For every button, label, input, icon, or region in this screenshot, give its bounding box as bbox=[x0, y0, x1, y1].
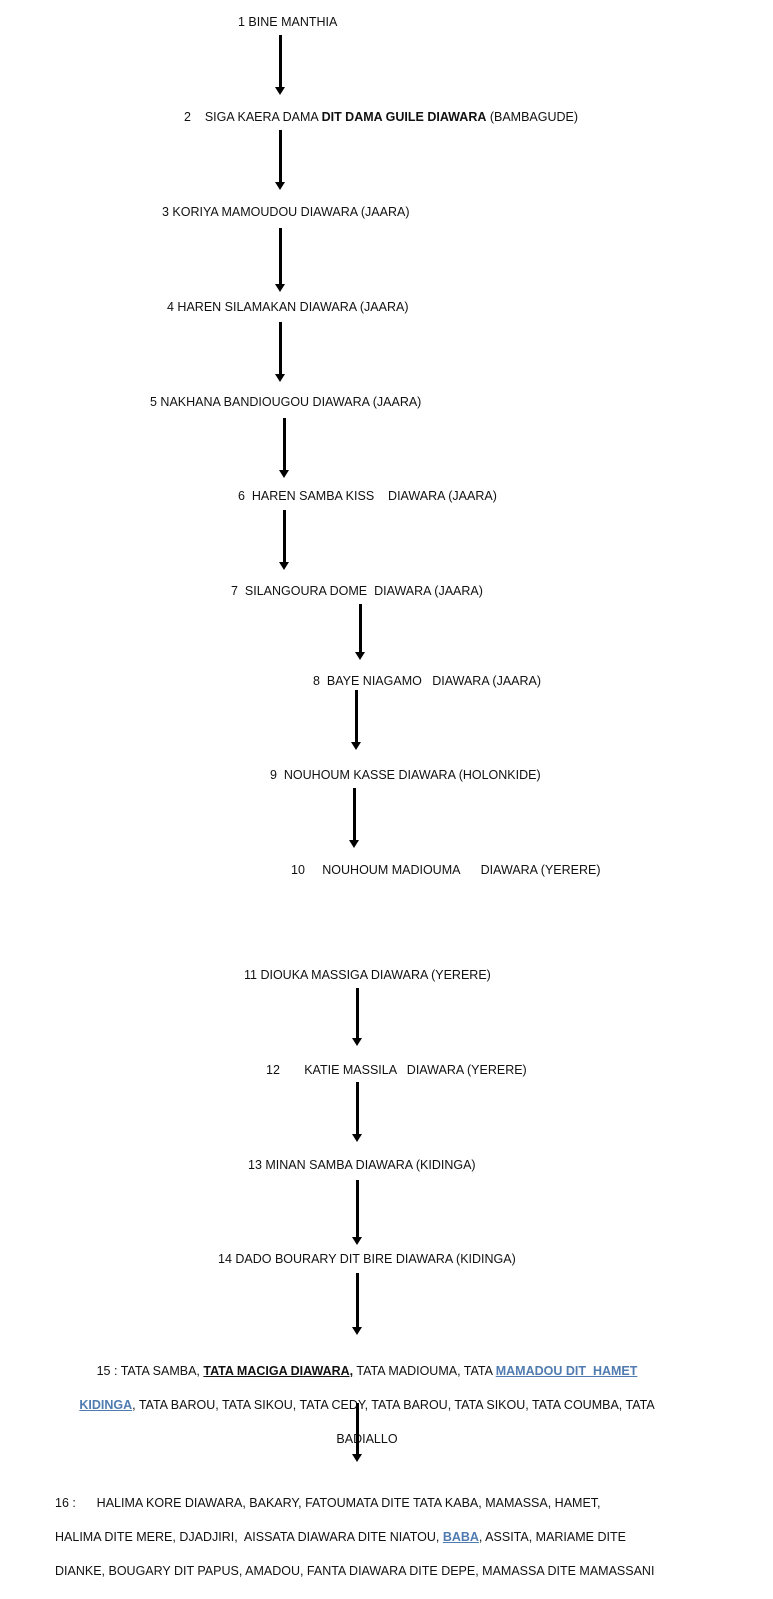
generation-13: 13 MINAN SAMBA DIAWARA (KIDINGA) bbox=[248, 1158, 476, 1172]
text: HALIMA DITE MERE, DJADJIRI, AISSATA DIAW… bbox=[55, 1530, 443, 1544]
generation-16: 16 : HALIMA KORE DIAWARA, BAKARY, FATOUM… bbox=[55, 1478, 654, 1597]
generation-2-clan: (BAMBAGUDE) bbox=[486, 110, 579, 124]
arrow-down-icon bbox=[349, 788, 359, 848]
generation-8: 8 BAYE NIAGAMO DIAWARA (JAARA) bbox=[313, 674, 542, 688]
generation-15-line-2: KIDINGA, TATA BAROU, TATA SIKOU, TATA CE… bbox=[40, 1397, 694, 1414]
arrow-down-icon bbox=[352, 1273, 362, 1335]
arrow-down-icon bbox=[275, 130, 285, 190]
highlighted-ancestor: TATA MACIGA DIAWARA, bbox=[203, 1364, 354, 1378]
arrow-down-icon bbox=[351, 690, 361, 750]
generation-9: 9 NOUHOUM KASSE DIAWARA (HOLONKIDE) bbox=[270, 768, 541, 782]
generation-2-name: 2 SIGA KAERA DAMA bbox=[184, 110, 322, 124]
baba-link[interactable]: BABA bbox=[442, 1530, 479, 1544]
generation-1: 1 BINE MANTHIA bbox=[238, 15, 338, 29]
generation-12: 12 KATIE MASSILA DIAWARA (YERERE) bbox=[266, 1063, 527, 1077]
arrow-down-icon bbox=[275, 228, 285, 292]
arrow-down-icon bbox=[352, 1082, 362, 1142]
arrow-down-icon bbox=[355, 604, 365, 660]
text: , ASSITA, MARIAME DITE bbox=[478, 1530, 626, 1544]
generation-4: 4 HAREN SILAMAKAN DIAWARA (JAARA) bbox=[167, 300, 409, 314]
generation-16-line-1: 16 : HALIMA KORE DIAWARA, BAKARY, FATOUM… bbox=[55, 1496, 601, 1510]
arrow-down-icon bbox=[279, 510, 289, 570]
generation-2-alias: DIT DAMA GUILE DIAWARA bbox=[321, 110, 487, 124]
text: , TATA BAROU, TATA SIKOU, TATA CEDY, TAT… bbox=[132, 1398, 655, 1412]
ancestor-link[interactable]: MAMADOU DIT HAMET bbox=[495, 1364, 638, 1378]
generation-15-line-3: BADIALLO bbox=[336, 1432, 398, 1446]
generation-10: 10 NOUHOUM MADIOUMA DIAWARA (YERERE) bbox=[291, 863, 601, 877]
arrow-down-icon bbox=[275, 35, 285, 95]
generation-16-line-2: HALIMA DITE MERE, DJADJIRI, AISSATA DIAW… bbox=[55, 1529, 654, 1546]
ancestor-link[interactable]: KIDINGA bbox=[79, 1398, 133, 1412]
arrow-down-icon bbox=[352, 1403, 362, 1462]
generation-15: 15 : TATA SAMBA, TATA MACIGA DIAWARA, TA… bbox=[40, 1346, 694, 1465]
text: 15 : TATA SAMBA, bbox=[96, 1364, 204, 1378]
arrow-down-icon bbox=[352, 1180, 362, 1245]
arrow-down-icon bbox=[275, 322, 285, 382]
generation-14: 14 DADO BOURARY DIT BIRE DIAWARA (KIDING… bbox=[218, 1252, 516, 1266]
generation-2: 2 SIGA KAERA DAMA DIT DAMA GUILE DIAWARA… bbox=[184, 109, 578, 125]
generation-3: 3 KORIYA MAMOUDOU DIAWARA (JAARA) bbox=[162, 205, 410, 219]
generation-5: 5 NAKHANA BANDIOUGOU DIAWARA (JAARA) bbox=[150, 395, 422, 409]
generation-7: 7 SILANGOURA DOME DIAWARA (JAARA) bbox=[231, 584, 483, 598]
text: TATA MADIOUMA, TATA bbox=[353, 1364, 496, 1378]
generation-16-line-3: DIANKE, BOUGARY DIT PAPUS, AMADOU, FANTA… bbox=[55, 1564, 655, 1578]
arrow-down-icon bbox=[279, 418, 289, 478]
arrow-down-icon bbox=[352, 988, 362, 1046]
generation-15-line-1: 15 : TATA SAMBA, TATA MACIGA DIAWARA, TA… bbox=[40, 1363, 694, 1380]
generation-6: 6 HAREN SAMBA KISS DIAWARA (JAARA) bbox=[238, 489, 497, 503]
generation-11: 11 DIOUKA MASSIGA DIAWARA (YERERE) bbox=[244, 968, 491, 982]
